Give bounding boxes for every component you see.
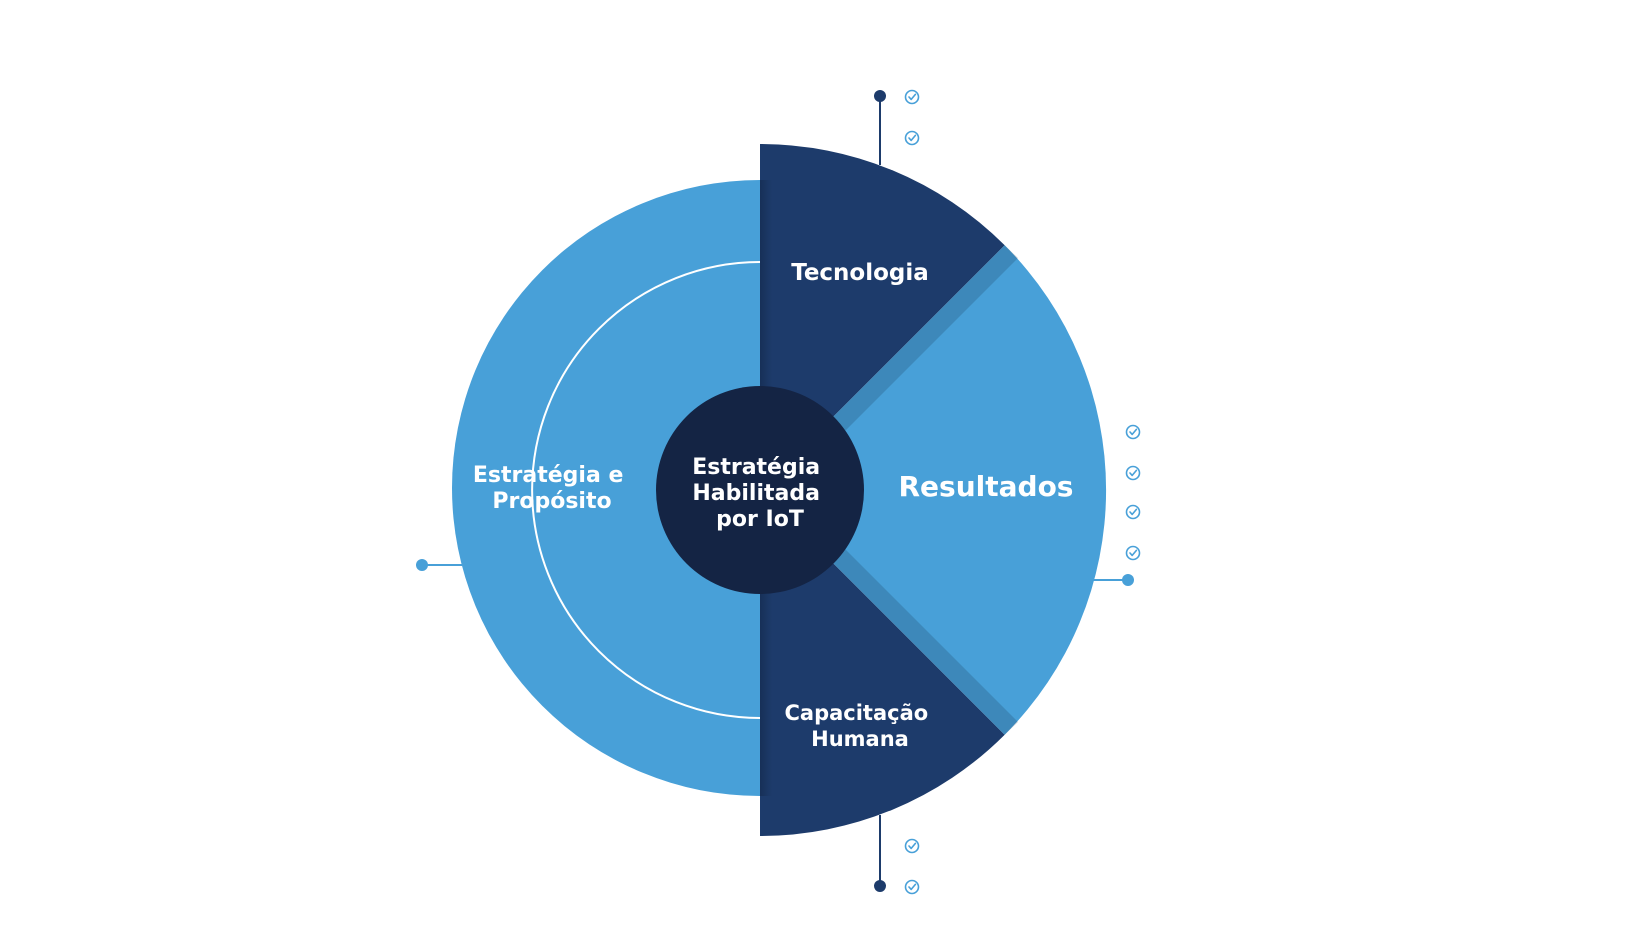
technology-label: Tecnologia (791, 260, 929, 286)
strategy-label: Estratégia e Propósito (473, 463, 631, 514)
results-label: Resultados (899, 470, 1074, 503)
connector-technology (874, 90, 886, 165)
technology-label-line-1: Tecnologia (791, 260, 929, 286)
connector-strategy (416, 559, 462, 571)
center-label-line-3: por IoT (716, 507, 804, 532)
connector-dot-icon (1122, 574, 1134, 586)
inner-arc (531, 261, 761, 719)
results-label-line-1: Resultados (899, 470, 1074, 503)
check-circle-icon (1125, 545, 1141, 561)
check-circle-icon (1125, 424, 1141, 440)
connector-dot-icon (874, 880, 886, 892)
capacity-label-line-2: Humana (811, 727, 909, 751)
segment-capacity (760, 490, 1005, 836)
capacity-label: Capacitação Humana (784, 701, 935, 751)
results-checklist (1125, 424, 1141, 561)
technology-checklist (904, 89, 920, 146)
segment-technology (760, 143, 1005, 490)
check-circle-icon (904, 130, 920, 146)
strategy-label-line-1: Estratégia e (473, 463, 624, 488)
segment-strategy (452, 180, 760, 796)
segment-results (760, 245, 1107, 735)
connector-dot-icon (874, 90, 886, 102)
center-label-line-2: Habilitada (692, 481, 820, 506)
center-circle (656, 386, 864, 594)
capacity-checklist (904, 838, 920, 895)
connector-capacity (874, 815, 886, 892)
check-circle-icon (1125, 504, 1141, 520)
connector-dot-icon (416, 559, 428, 571)
check-circle-icon (1125, 465, 1141, 481)
strategy-label-line-2: Propósito (492, 489, 611, 514)
check-circle-icon (904, 879, 920, 895)
center-label-line-1: Estratégia (692, 455, 820, 480)
check-circle-icon (904, 89, 920, 105)
check-circle-icon (904, 838, 920, 854)
center-label: Estratégia Habilitada por IoT (692, 455, 828, 532)
capacity-label-line-1: Capacitação (784, 701, 928, 725)
connector-results (1090, 574, 1134, 586)
